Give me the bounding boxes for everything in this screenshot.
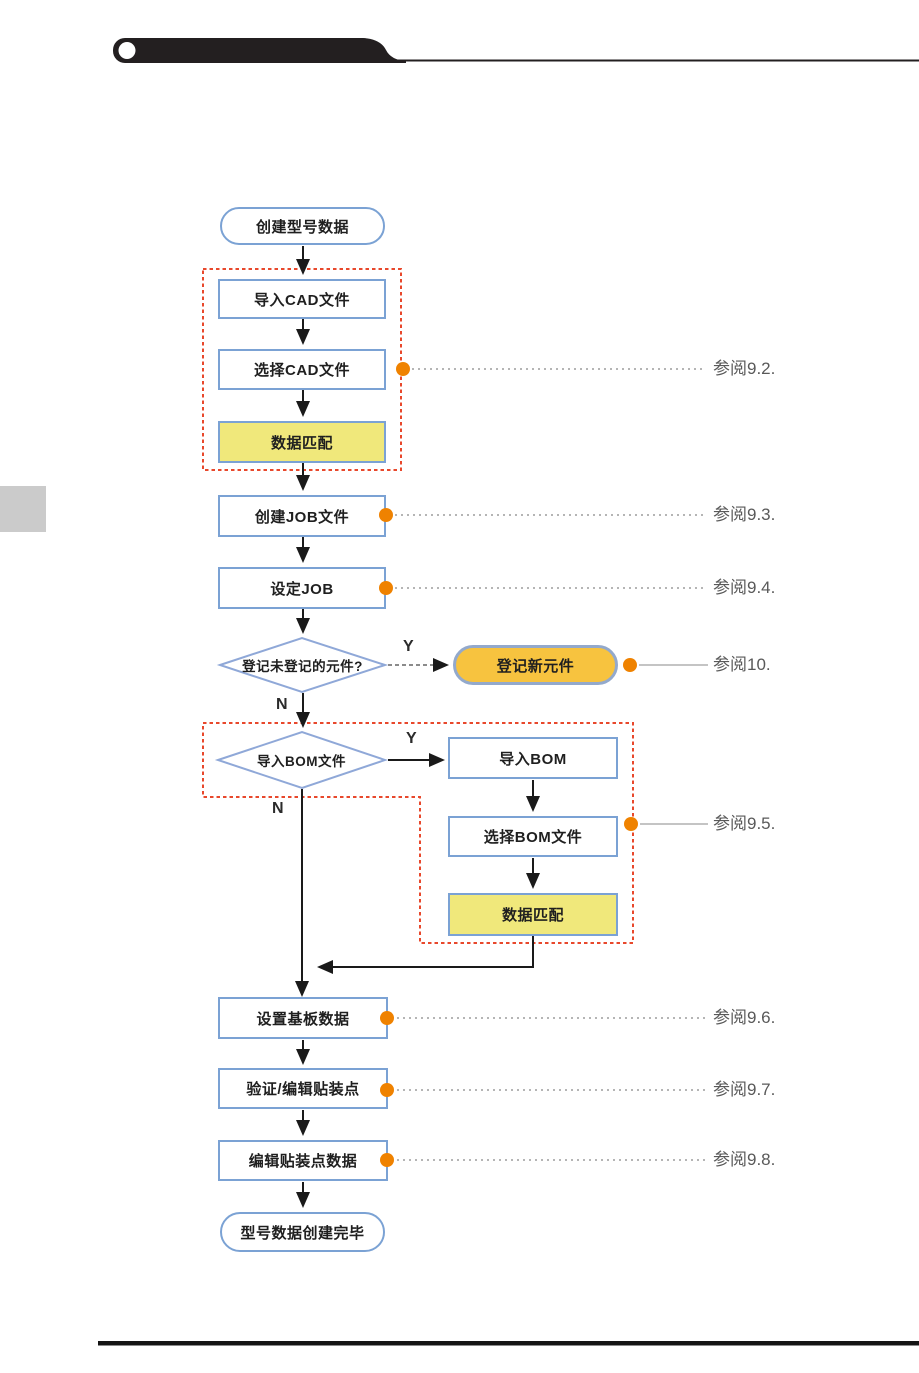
ref-dot-set-job bbox=[379, 581, 393, 595]
chapter-side-tab bbox=[0, 486, 46, 532]
node-decision-bom-label: 导入BOM文件 bbox=[257, 754, 346, 769]
header-circle-icon bbox=[118, 42, 136, 59]
node-select-cad: 选择CAD文件 bbox=[218, 349, 386, 390]
ref-label-9-5: 参阅9.5. bbox=[713, 814, 776, 833]
group-box-bom bbox=[202, 722, 634, 944]
ref-dot-verify-edit bbox=[380, 1083, 394, 1097]
ref-dot-select-bom bbox=[624, 817, 638, 831]
branch-label-no-register: N bbox=[276, 696, 288, 713]
node-import-bom: 导入BOM bbox=[448, 737, 618, 779]
ref-label-9-7: 参阅9.7. bbox=[713, 1080, 776, 1099]
ref-label-9-6: 参阅9.6. bbox=[713, 1008, 776, 1027]
node-set-board: 设置基板数据 bbox=[218, 997, 388, 1039]
ref-dot-set-board bbox=[380, 1011, 394, 1025]
header-bar bbox=[113, 38, 919, 63]
node-edit-points: 编辑贴装点数据 bbox=[218, 1140, 388, 1181]
header-rule bbox=[398, 59, 919, 62]
ref-label-9-3: 参阅9.3. bbox=[713, 505, 776, 524]
ref-dot-edit-points bbox=[380, 1153, 394, 1167]
node-data-match-bom: 数据匹配 bbox=[448, 893, 618, 936]
branch-label-yes-register: Y bbox=[403, 638, 414, 655]
decision-register-diamond bbox=[216, 636, 389, 694]
header-swoosh bbox=[360, 38, 406, 63]
ref-dot-register-new bbox=[623, 658, 637, 672]
node-select-bom: 选择BOM文件 bbox=[448, 816, 618, 857]
arrow-bom-merge bbox=[317, 936, 534, 974]
branch-label-yes-bom: Y bbox=[406, 730, 417, 747]
node-set-job: 设定JOB bbox=[218, 567, 386, 609]
node-end: 型号数据创建完毕 bbox=[220, 1212, 385, 1252]
node-start: 创建型号数据 bbox=[220, 207, 385, 245]
node-register-new: 登记新元件 bbox=[453, 645, 618, 685]
node-decision-register-label: 登记未登记的元件? bbox=[242, 659, 363, 674]
node-verify-edit: 验证/编辑贴装点 bbox=[218, 1068, 388, 1109]
node-data-match-cad: 数据匹配 bbox=[218, 421, 386, 463]
ref-dot-select-cad bbox=[396, 362, 410, 376]
decision-bom-diamond bbox=[214, 730, 389, 790]
branch-label-no-bom: N bbox=[272, 800, 284, 817]
ref-dot-create-job bbox=[379, 508, 393, 522]
footer-rule bbox=[98, 1341, 919, 1346]
ref-label-9-4: 参阅9.4. bbox=[713, 578, 776, 597]
ref-label-9-8: 参阅9.8. bbox=[713, 1150, 776, 1169]
node-create-job: 创建JOB文件 bbox=[218, 495, 386, 537]
ref-label-10: 参阅10. bbox=[713, 655, 771, 674]
ref-label-9-2: 参阅9.2. bbox=[713, 359, 776, 378]
node-import-cad: 导入CAD文件 bbox=[218, 279, 386, 319]
